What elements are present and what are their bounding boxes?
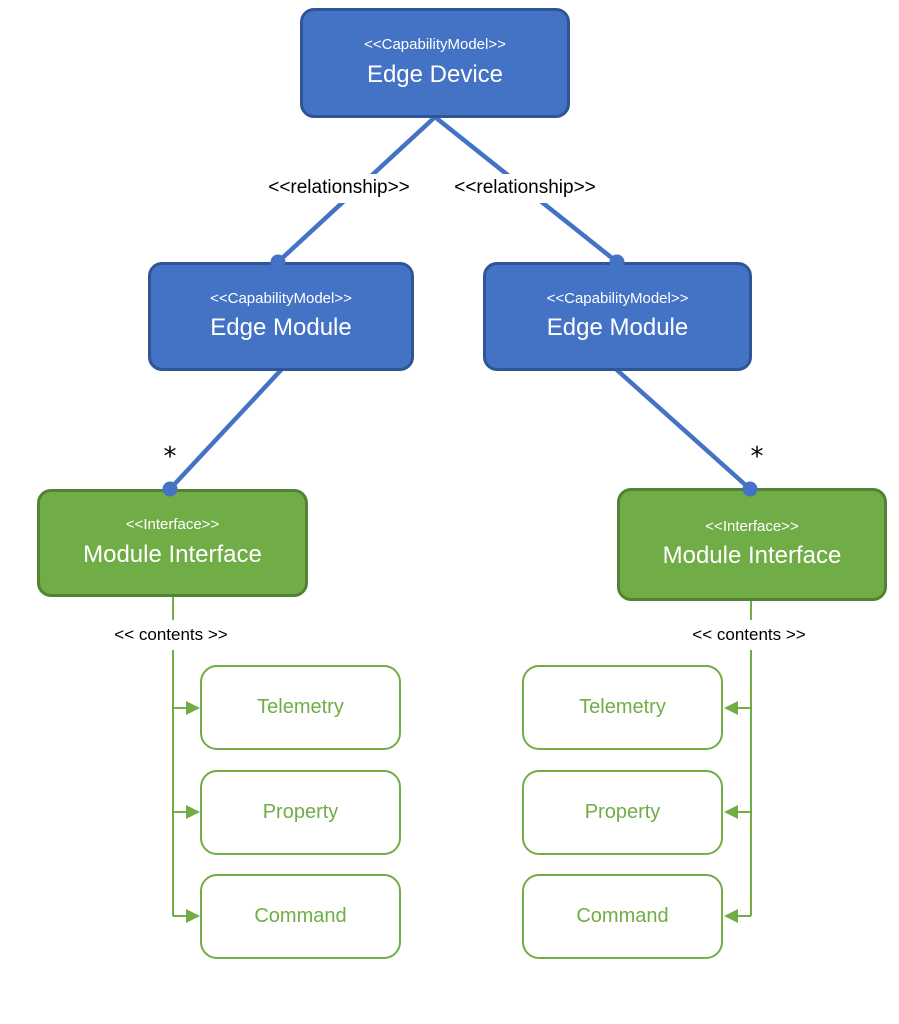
node-property-left[interactable]: Property [200,770,401,855]
node-telemetry-left[interactable]: Telemetry [200,665,401,750]
line-left-module-to-interface [167,367,284,492]
contents-label-left: << contents >> [107,620,235,651]
module-interface-left-stereotype: <<Interface>> [125,516,220,534]
multiplicity-left: * [163,442,177,472]
node-edge-device[interactable]: <<CapabilityModel>> Edge Device [300,8,570,118]
node-edge-module-right[interactable]: <<CapabilityModel>> Edge Module [483,262,752,371]
edge-device-name: Edge Device [366,60,504,88]
telemetry-left-label: Telemetry [257,696,344,718]
node-telemetry-right[interactable]: Telemetry [522,665,723,750]
relationship-label-right: <<relationship>> [447,174,603,203]
edge-module-left-name: Edge Module [210,314,352,342]
command-right-label: Command [576,905,669,927]
node-edge-module-left[interactable]: <<CapabilityModel>> Edge Module [148,262,414,371]
edge-module-right-name: Edge Module [546,314,689,342]
node-property-right[interactable]: Property [522,770,723,855]
module-interface-right-stereotype: <<Interface>> [705,517,799,535]
edge-module-right-stereotype: <<CapabilityModel>> [546,289,689,307]
left-arrow-telemetry-icon [186,701,200,715]
property-right-label: Property [584,801,661,823]
relationship-label-left: <<relationship>> [261,174,417,203]
left-arrow-command-icon [186,909,200,923]
telemetry-right-label: Telemetry [579,696,666,718]
node-command-left[interactable]: Command [200,874,401,959]
right-arrow-telemetry-icon [724,701,738,715]
property-left-label: Property [262,801,339,823]
command-left-label: Command [254,905,347,927]
node-module-interface-left[interactable]: <<Interface>> Module Interface [37,489,308,597]
module-interface-right-name: Module Interface [662,542,842,570]
edge-device-stereotype: <<CapabilityModel>> [364,36,506,54]
line-right-module-to-interface [614,367,753,492]
right-arrow-command-icon [724,909,738,923]
right-arrow-property-icon [724,805,738,819]
left-arrow-property-icon [186,805,200,819]
node-command-right[interactable]: Command [522,874,723,959]
edge-module-left-stereotype: <<CapabilityModel>> [210,289,352,307]
node-module-interface-right[interactable]: <<Interface>> Module Interface [617,488,887,601]
multiplicity-right: * [750,442,764,472]
module-interface-left-name: Module Interface [83,540,262,568]
contents-label-right: << contents >> [685,620,813,651]
